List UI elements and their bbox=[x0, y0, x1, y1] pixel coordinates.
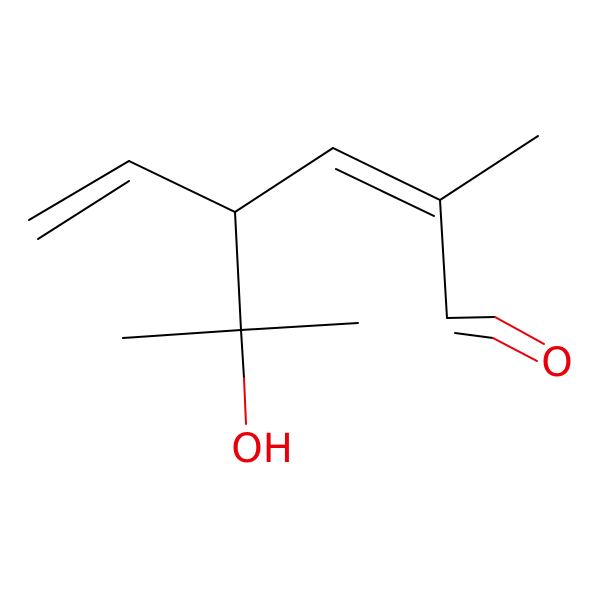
bond-carbonyl-double-upper bbox=[446, 316, 496, 319]
carbonyl-oxygen-label: O bbox=[541, 340, 572, 386]
bond-vinyl-double-inner bbox=[37, 180, 130, 240]
bond-carbonyl-double-upper-red bbox=[494, 316, 545, 345]
bond-vinyl-to-c4 bbox=[128, 160, 236, 213]
bond-vinyl-double-outer bbox=[28, 160, 130, 221]
bond-quaternary-to-right-methyl bbox=[240, 322, 359, 331]
bond-c2-to-methyl bbox=[439, 135, 539, 201]
bond-carbonyl-double-lower-red bbox=[492, 337, 538, 362]
bond-c3-c2-double-outer bbox=[332, 147, 441, 201]
bond-c4-to-c3 bbox=[234, 147, 334, 213]
bond-c4-to-quaternary-carbon bbox=[234, 211, 242, 331]
bond-quaternary-to-hydroxyl bbox=[240, 329, 245, 379]
hydroxyl-label: OH bbox=[231, 426, 293, 472]
bond-quaternary-to-left-methyl bbox=[122, 329, 242, 339]
bond-quaternary-to-hydroxyl-red bbox=[243, 377, 247, 425]
bond-c2-to-aldehyde-carbon bbox=[439, 199, 448, 319]
bond-carbonyl-double-lower bbox=[454, 332, 494, 339]
bond-c3-c2-double-inner bbox=[335, 168, 435, 217]
